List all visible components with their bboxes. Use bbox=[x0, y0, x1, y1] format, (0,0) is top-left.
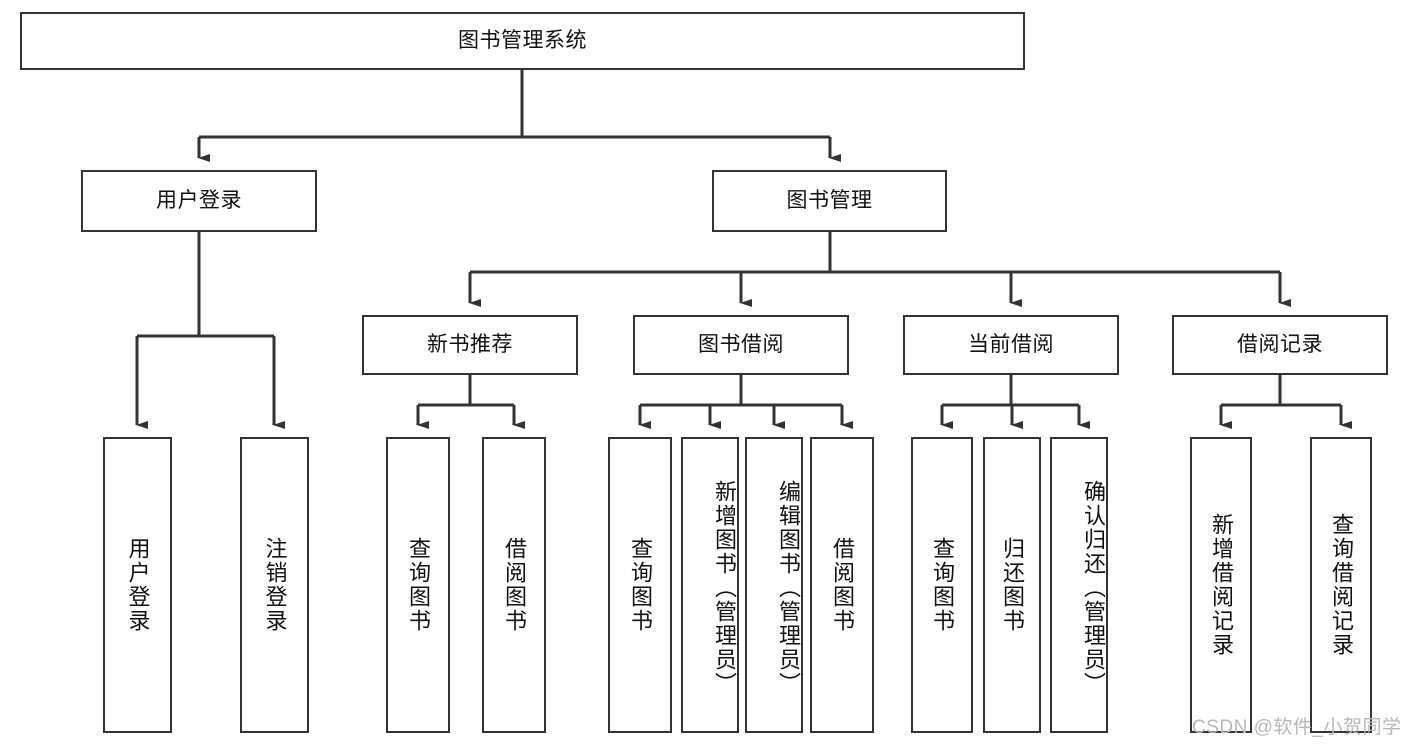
node-new-book-recommend[interactable]: 新书推荐 bbox=[362, 315, 578, 375]
leaf-add-borrow-record[interactable]: 新增借阅记录 bbox=[1190, 437, 1252, 733]
node-root-label: 图书管理系统 bbox=[458, 28, 587, 52]
leaf-user-login-label: 用户登录 bbox=[125, 537, 151, 633]
leaf-borrow-book-newbook[interactable]: 借阅图书 bbox=[482, 437, 546, 733]
leaf-user-login[interactable]: 用户登录 bbox=[103, 437, 172, 733]
leaf-query-book-current-label: 查询图书 bbox=[929, 537, 955, 633]
node-book-borrow-label: 图书借阅 bbox=[698, 332, 784, 356]
leaf-lend-book-label: 借阅图书 bbox=[829, 537, 855, 633]
leaf-query-book-borrow-label: 查询图书 bbox=[627, 537, 653, 633]
node-user-login[interactable]: 用户登录 bbox=[81, 170, 317, 232]
leaf-lend-book[interactable]: 借阅图书 bbox=[810, 437, 874, 733]
leaf-query-book-current[interactable]: 查询图书 bbox=[911, 437, 973, 733]
leaf-borrow-book-newbook-label: 借阅图书 bbox=[501, 537, 527, 633]
leaf-add-book-admin-label: 新增图书（管理员） bbox=[712, 480, 737, 696]
leaf-return-book[interactable]: 归还图书 bbox=[983, 437, 1041, 733]
node-book-management-label: 图书管理 bbox=[786, 188, 873, 212]
leaf-query-borrow-record-label: 查询借阅记录 bbox=[1328, 513, 1354, 657]
node-root[interactable]: 图书管理系统 bbox=[20, 12, 1025, 70]
node-borrow-record[interactable]: 借阅记录 bbox=[1172, 315, 1388, 375]
node-borrow-record-label: 借阅记录 bbox=[1237, 332, 1323, 356]
leaf-return-book-label: 归还图书 bbox=[999, 537, 1025, 633]
leaf-query-book-borrow[interactable]: 查询图书 bbox=[608, 437, 672, 733]
leaf-add-book-admin[interactable]: 新增图书（管理员） bbox=[681, 437, 739, 733]
leaf-confirm-return-admin-label: 确认归还（管理员） bbox=[1081, 480, 1106, 696]
leaf-logout-login[interactable]: 注销登录 bbox=[240, 437, 309, 733]
leaf-edit-book-admin[interactable]: 编辑图书（管理员） bbox=[745, 437, 803, 733]
leaf-query-book-newbook[interactable]: 查询图书 bbox=[386, 437, 450, 733]
node-new-book-recommend-label: 新书推荐 bbox=[427, 332, 513, 356]
leaf-add-borrow-record-label: 新增借阅记录 bbox=[1208, 513, 1234, 657]
leaf-query-borrow-record[interactable]: 查询借阅记录 bbox=[1310, 437, 1372, 733]
leaf-confirm-return-admin[interactable]: 确认归还（管理员） bbox=[1050, 437, 1108, 733]
watermark: CSDN @软件_小贺同学 bbox=[1192, 717, 1402, 738]
node-current-borrow-label: 当前借阅 bbox=[968, 332, 1054, 356]
node-book-management[interactable]: 图书管理 bbox=[712, 170, 947, 232]
leaf-logout-login-label: 注销登录 bbox=[262, 537, 288, 633]
node-book-borrow[interactable]: 图书借阅 bbox=[633, 315, 849, 375]
node-user-login-label: 用户登录 bbox=[156, 188, 242, 212]
leaf-edit-book-admin-label: 编辑图书（管理员） bbox=[776, 480, 801, 696]
leaf-query-book-newbook-label: 查询图书 bbox=[405, 537, 431, 633]
node-current-borrow[interactable]: 当前借阅 bbox=[903, 315, 1119, 375]
